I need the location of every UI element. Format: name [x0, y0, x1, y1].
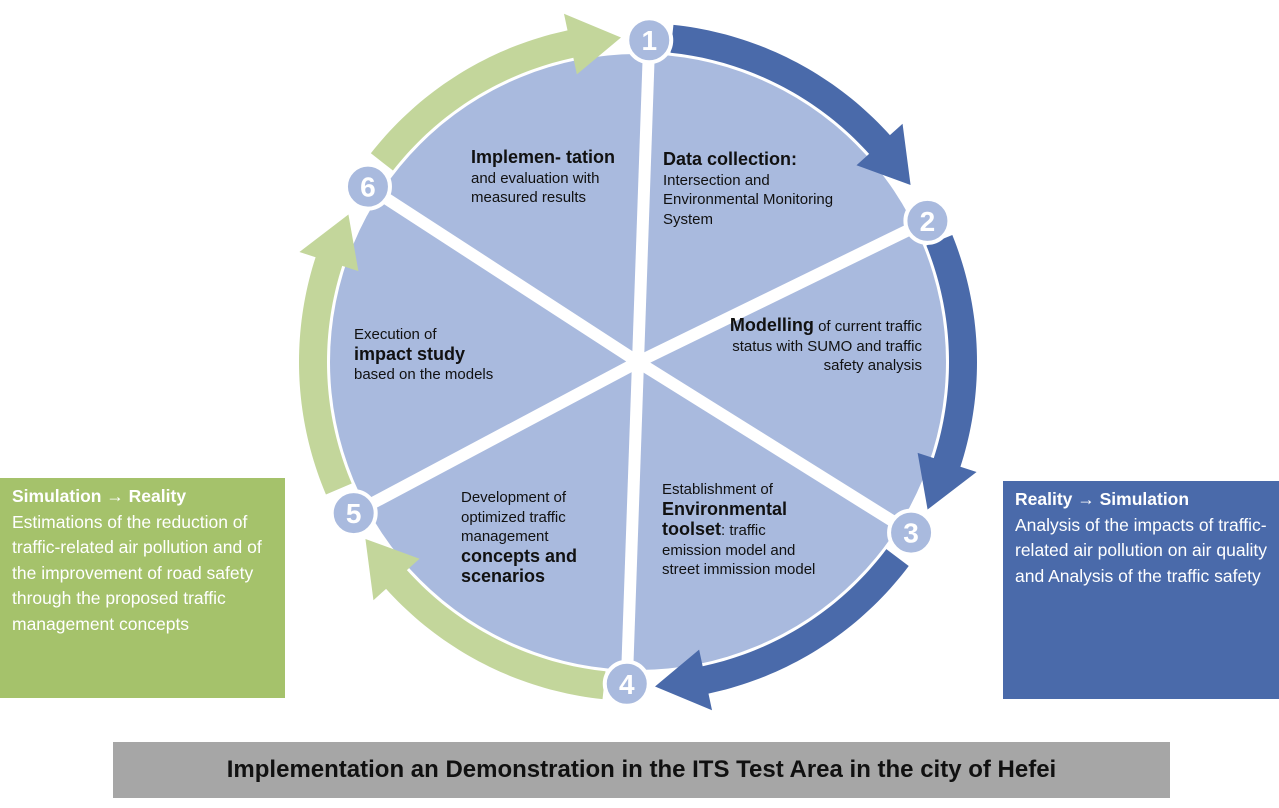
- divider-spoke: [634, 356, 906, 533]
- step-2-text: Modelling of current traffic status with…: [729, 315, 922, 374]
- step-number: 6: [360, 172, 376, 203]
- step-4-text: Development of optimized traffic managem…: [461, 489, 578, 586]
- cycle-arrow-2: [917, 235, 977, 510]
- step-number: 3: [903, 518, 919, 549]
- cycle-arrow-6: [370, 13, 621, 171]
- divider-spoke: [621, 361, 644, 675]
- divider-spoke: [359, 356, 641, 514]
- step-number-badge: [625, 16, 674, 65]
- divider-spoke: [635, 219, 922, 368]
- cycle-arrow-1: [670, 24, 911, 185]
- step-number: 1: [641, 25, 657, 56]
- step-6-text: Implemen- tation and evaluation with mea…: [471, 147, 616, 206]
- step-number: 2: [920, 206, 936, 237]
- title-banner: Implementation an Demonstration in the I…: [113, 742, 1170, 798]
- step-number-badge: [329, 489, 378, 538]
- step-number-badge: [887, 508, 936, 557]
- cycle-arrow-3: [655, 549, 909, 711]
- cycle-arrow-5: [299, 214, 359, 495]
- step-number-badge: [903, 196, 952, 245]
- cycle-arrow-4: [365, 539, 606, 700]
- step-number: 4: [619, 669, 635, 700]
- step-number-badge: [602, 659, 651, 708]
- divider-spoke: [632, 49, 655, 363]
- divider-spoke: [373, 187, 642, 368]
- step-number-badge: [343, 162, 392, 211]
- step-number: 5: [346, 498, 362, 529]
- step-1-text: Data collection:Intersection and Environ…: [663, 149, 834, 228]
